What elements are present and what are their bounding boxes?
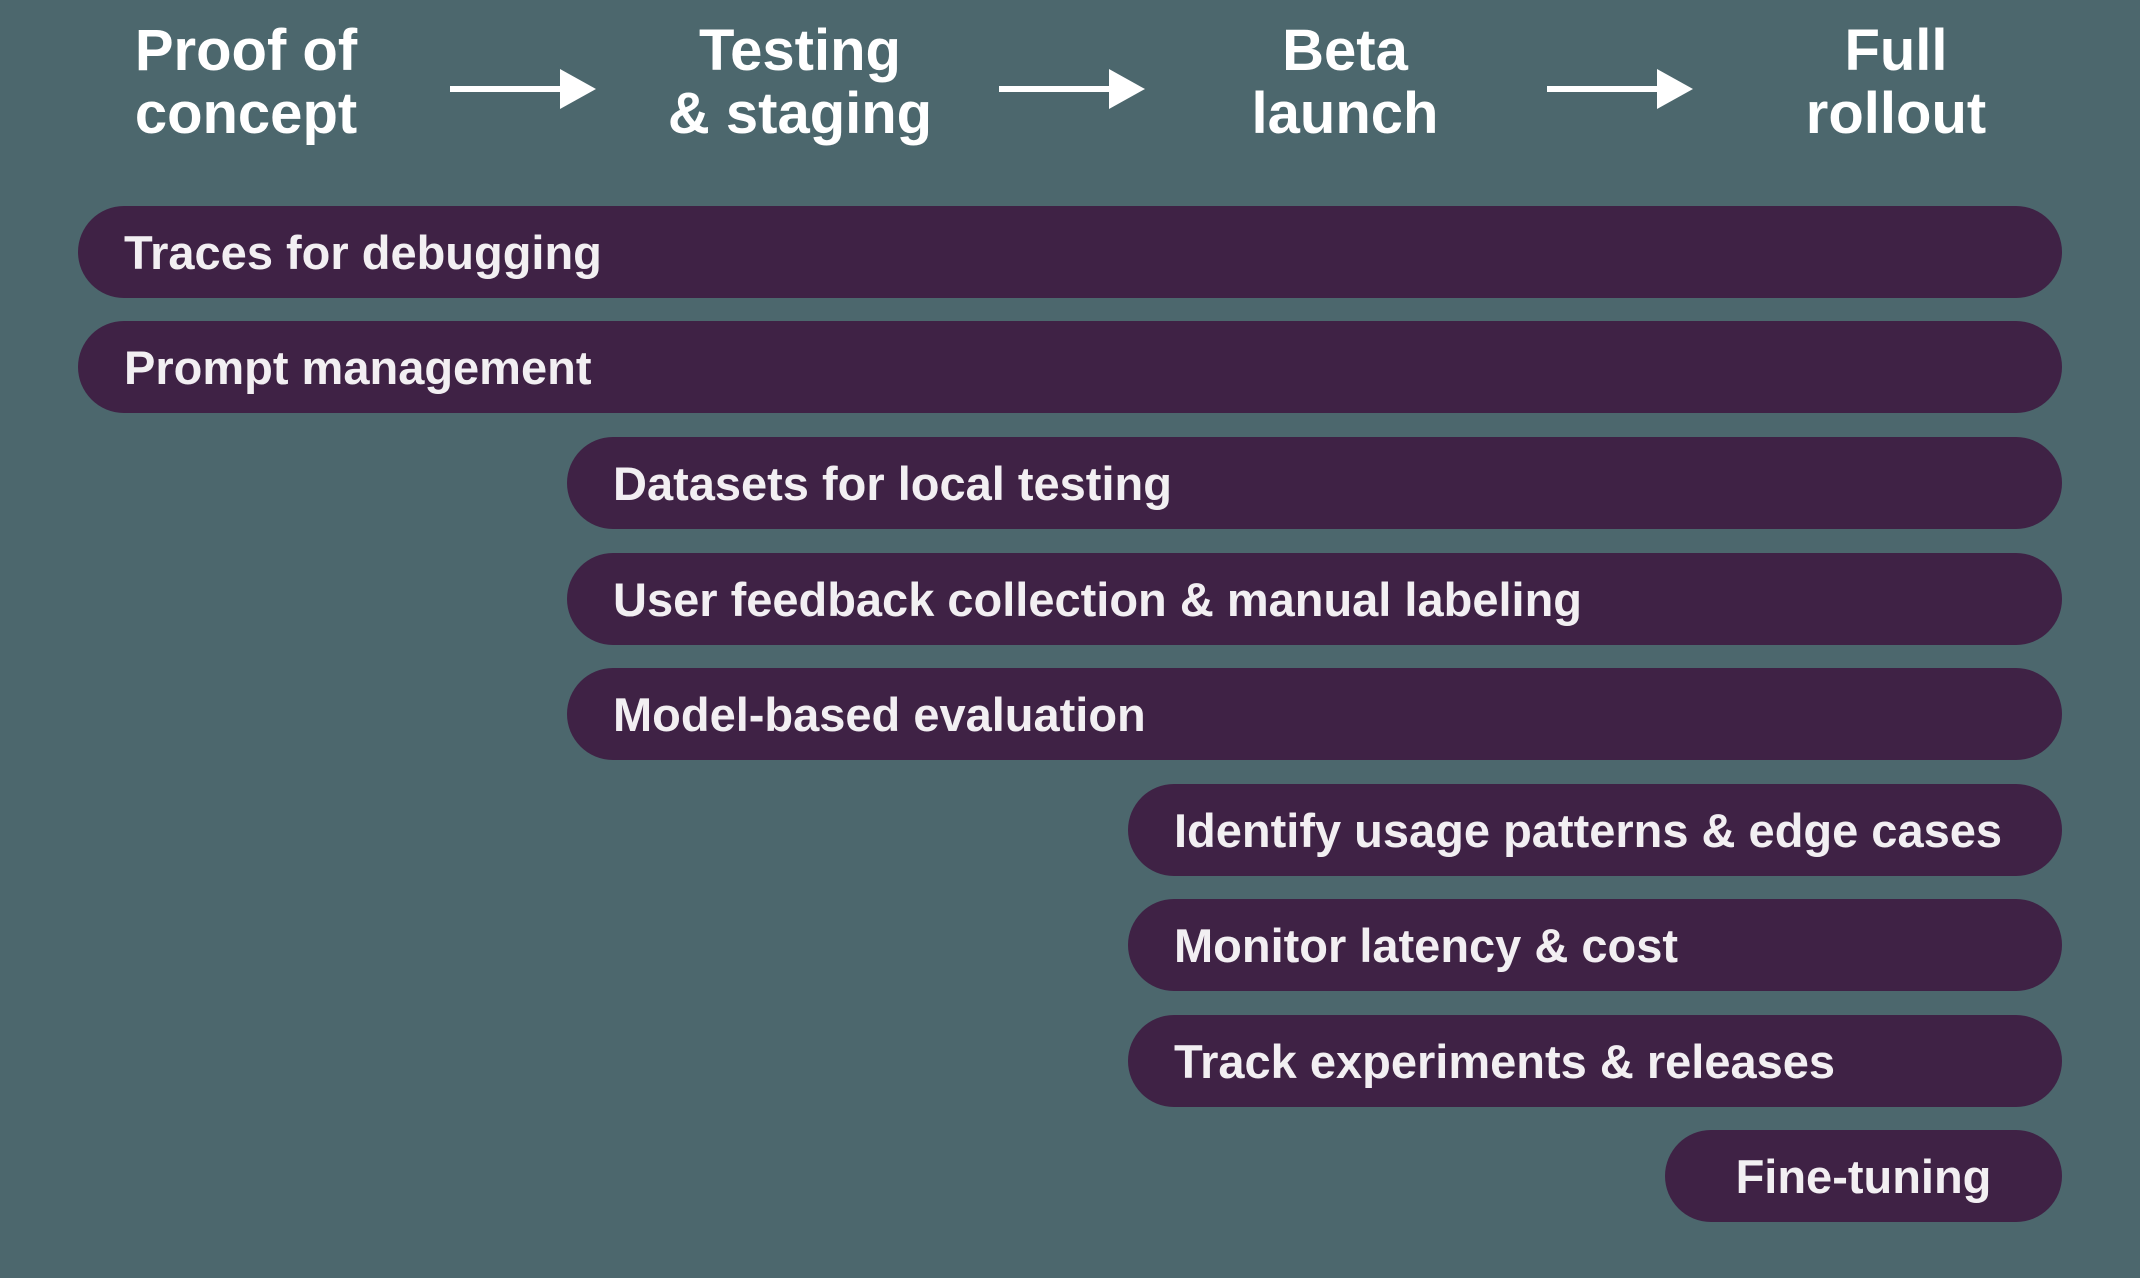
bar-label: Model-based evaluation [613,687,1146,741]
bar-label: User feedback collection & manual labeli… [613,572,1583,626]
stage-label-line: & staging [667,80,933,146]
bar-track-experiments-releases: Track experiments & releases [1128,1015,2062,1107]
bar-user-feedback-collection: User feedback collection & manual labeli… [567,553,2062,645]
stage-proof-of-concept: Proof of concept [0,18,526,146]
bar-monitor-latency-cost: Monitor latency & cost [1128,899,2062,991]
stage-full-rollout: Full rollout [1616,18,2140,146]
bar-label: Datasets for local testing [613,456,1172,510]
bar-label: Track experiments & releases [1174,1034,1836,1088]
bar-label: Monitor latency & cost [1174,918,1679,972]
stage-testing-staging: Testing & staging [520,18,1080,146]
stage-label-line: rollout [1805,80,1987,146]
bar-label: Traces for debugging [124,225,602,279]
stage-beta-launch: Beta launch [1065,18,1625,146]
arrow-right-icon [450,69,596,109]
stage-label-line: Testing [699,18,901,83]
stage-label-line: Full [1844,18,1948,83]
arrow-right-icon [1547,69,1693,109]
bar-identify-usage-patterns: Identify usage patterns & edge cases [1128,784,2062,876]
bar-datasets-for-local-testing: Datasets for local testing [567,437,2062,529]
bar-label: Fine-tuning [1735,1149,1992,1203]
stage-label-line: Proof of [134,18,358,83]
bar-traces-for-debugging: Traces for debugging [78,206,2062,298]
bar-label: Prompt management [124,340,592,394]
stage-label-line: launch [1251,80,1439,146]
bar-model-based-evaluation: Model-based evaluation [567,668,2062,760]
stage-label-line: Beta [1282,18,1408,83]
bar-prompt-management: Prompt management [78,321,2062,413]
bar-fine-tuning: Fine-tuning [1665,1130,2062,1222]
stage-label-line: concept [134,80,358,146]
bar-label: Identify usage patterns & edge cases [1174,803,2003,857]
arrow-right-icon [999,69,1145,109]
